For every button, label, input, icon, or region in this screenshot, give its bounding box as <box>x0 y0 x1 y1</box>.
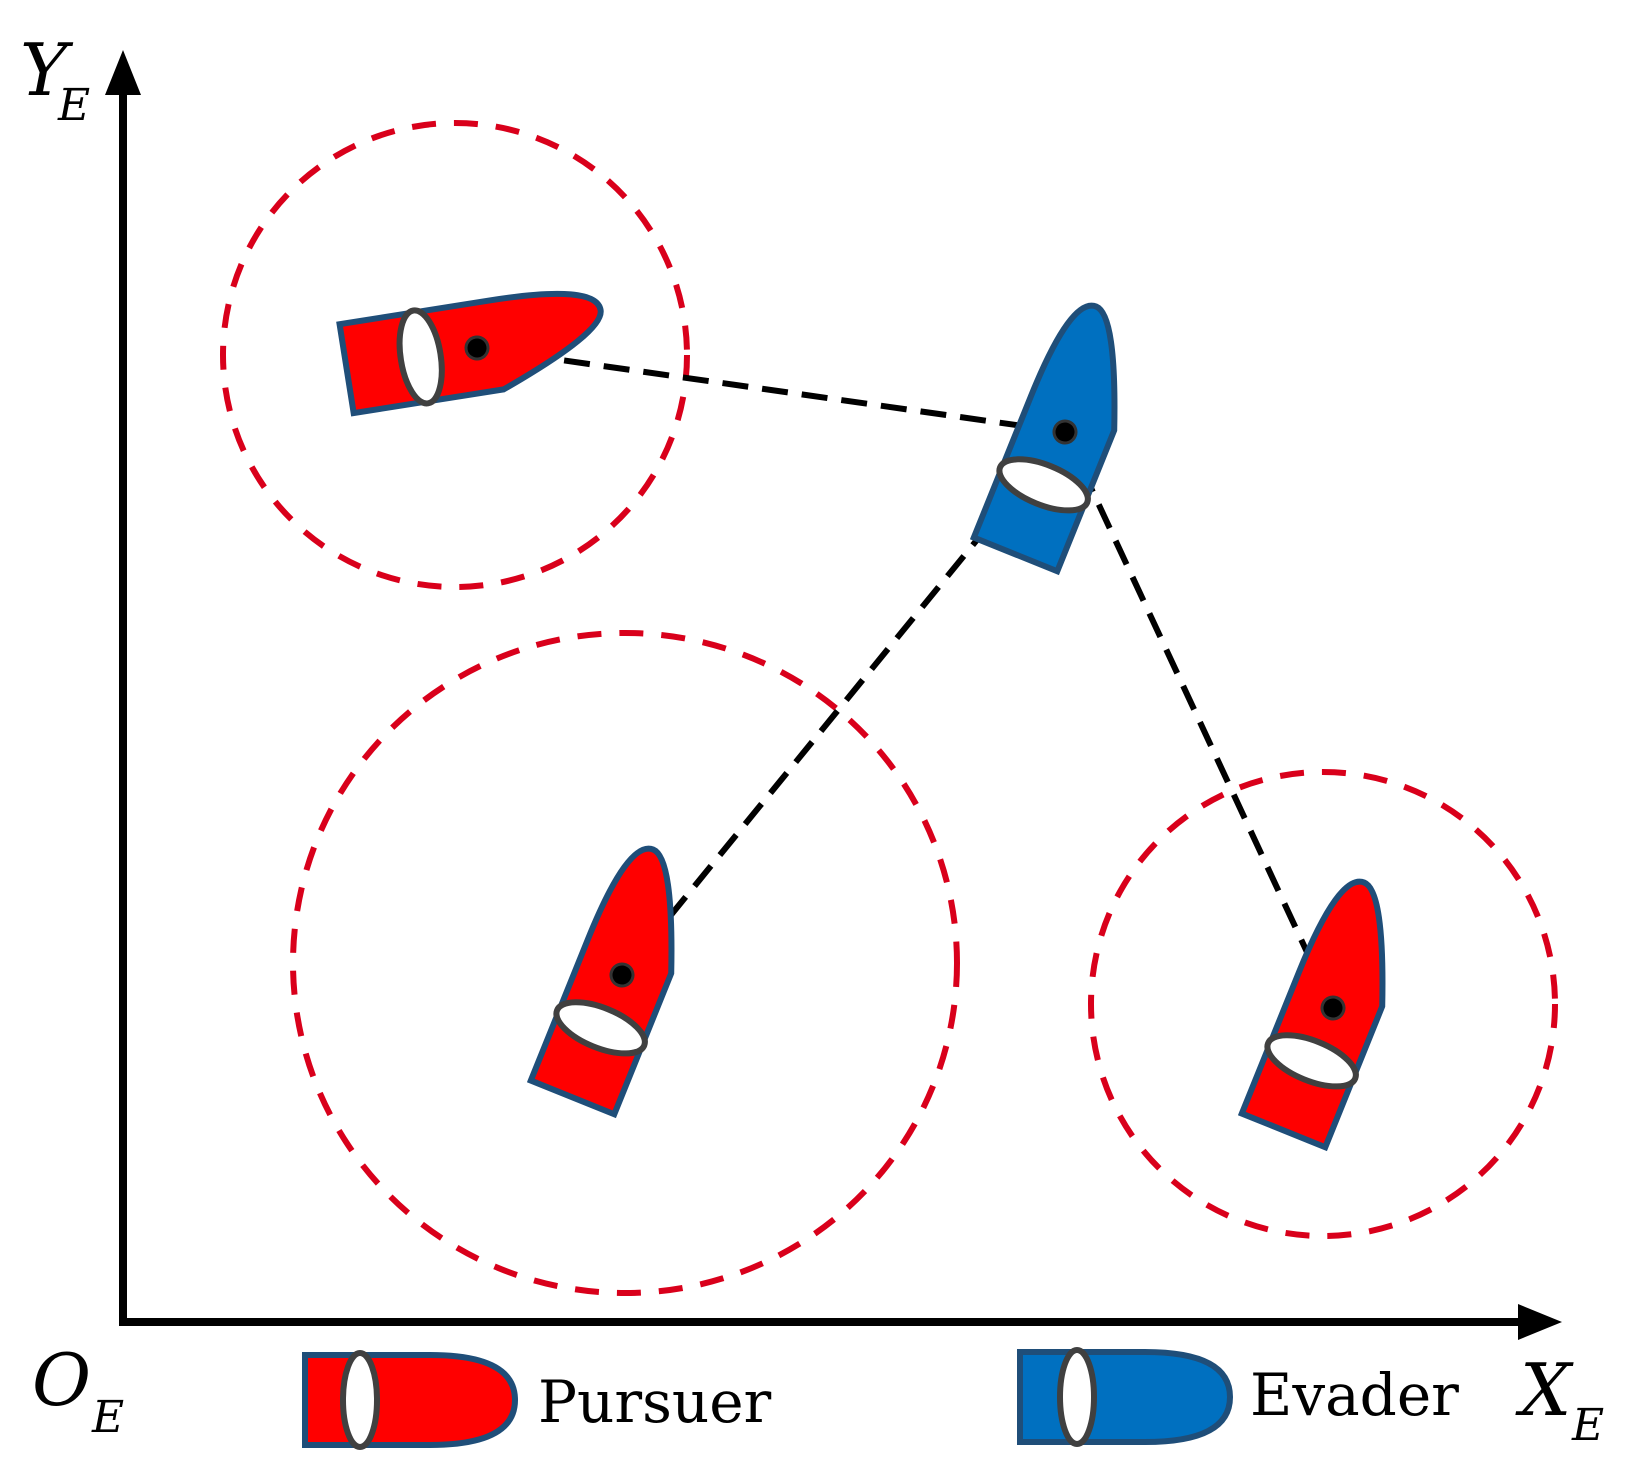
link-evader-pursuer-right <box>1062 430 1336 1010</box>
pursuer-boat-right <box>1237 878 1386 1152</box>
cockpit-window <box>340 1350 380 1450</box>
cockpit-window <box>1057 1347 1097 1447</box>
link-evader-pursuer-bottom <box>619 430 1068 977</box>
evader-center-marker <box>1052 419 1078 445</box>
range-circle-pursuer-right <box>1088 769 1558 1239</box>
x-axis-label-subscript: E <box>1571 1400 1604 1451</box>
link-evader-pursuer-top <box>476 345 1066 435</box>
legend-evader-label: Evader <box>1250 1361 1459 1429</box>
x-axis-label: X <box>1515 1348 1574 1432</box>
pursuer-center-marker <box>1320 995 1346 1021</box>
y-axis-label-subscript: E <box>57 80 90 131</box>
cockpit-window <box>553 999 648 1057</box>
range-circles <box>220 120 1558 1296</box>
x-axis-arrowhead <box>1518 1304 1562 1340</box>
legend-evader-icon <box>1017 1347 1234 1447</box>
legend-pursuer-label: Pursuer <box>538 1368 772 1436</box>
legend: Pursuer Evader <box>302 1347 1459 1450</box>
range-circle-pursuer-bottom <box>290 630 960 1296</box>
range-circle-pursuer-top <box>220 120 690 590</box>
cockpit-window <box>996 456 1091 514</box>
cockpit-window <box>1264 1032 1359 1090</box>
y-axis-label: Y <box>20 28 74 112</box>
pursuer-boat-top <box>336 290 604 417</box>
origin-label-subscript: E <box>91 1392 124 1443</box>
pursuer-boat-bottom <box>526 845 675 1119</box>
pursuit-links <box>476 345 1336 1010</box>
pursuer-center-marker <box>609 962 635 988</box>
pursuer-center-marker <box>464 335 490 361</box>
evader-boat <box>969 302 1118 576</box>
cockpit-window <box>396 307 445 407</box>
origin-label: O <box>32 1338 91 1422</box>
y-axis-arrowhead <box>105 50 141 95</box>
coordinate-axes: Y E X E O E <box>20 28 1604 1451</box>
legend-pursuer-icon <box>302 1350 519 1450</box>
